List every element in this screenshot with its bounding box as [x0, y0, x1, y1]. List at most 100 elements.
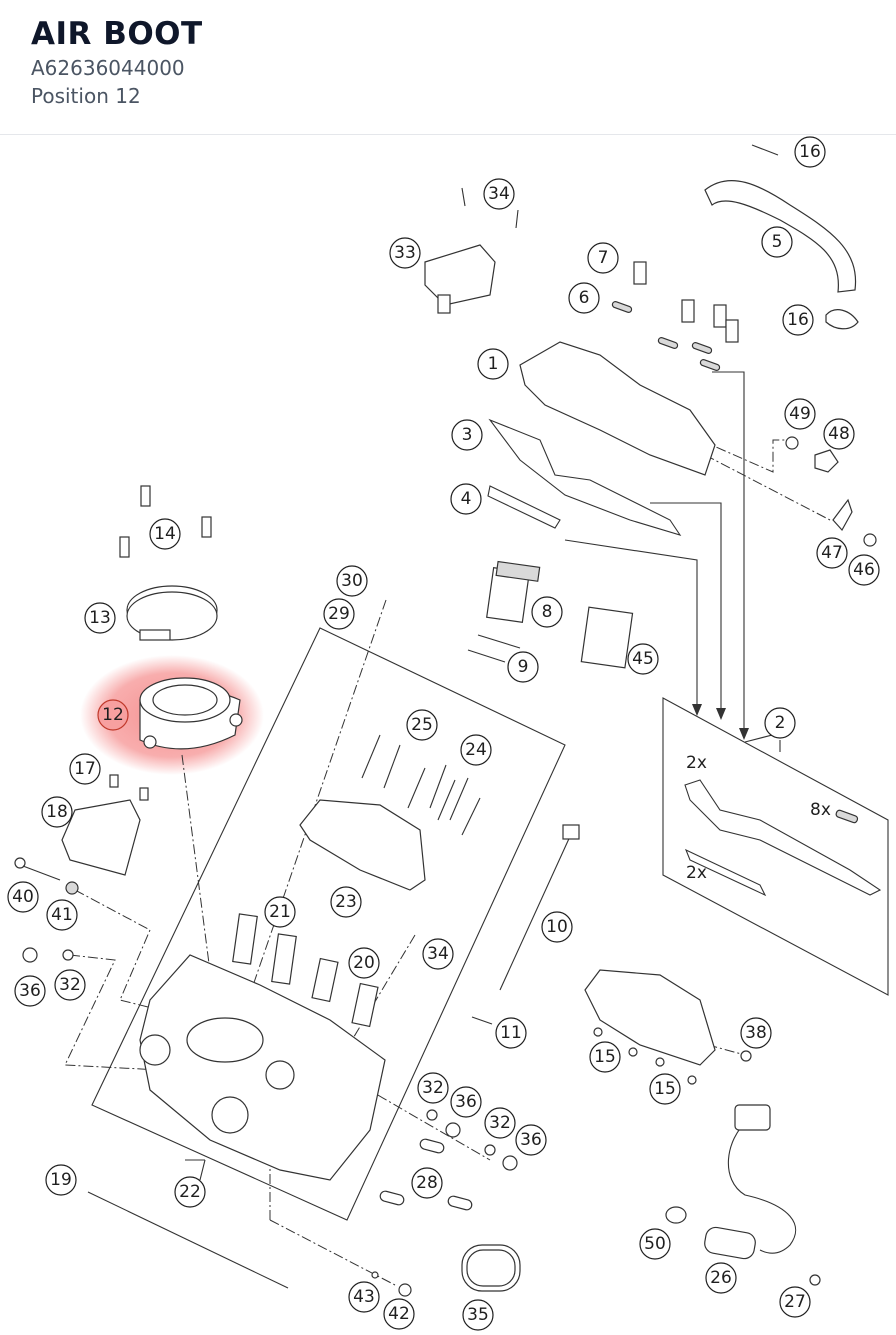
svg-text:9: 9 [518, 657, 529, 677]
svg-text:41: 41 [51, 905, 73, 925]
callout-8[interactable]: 8 [531, 596, 563, 628]
callout-28[interactable]: 28 [411, 1167, 443, 1199]
callout-7[interactable]: 7 [587, 242, 619, 274]
callout-17[interactable]: 17 [69, 753, 101, 785]
part-5-hose-shape [704, 180, 857, 293]
callout-18[interactable]: 18 [41, 796, 73, 828]
part-24-25-bolts [361, 734, 481, 836]
callout-40[interactable]: 40 [7, 881, 39, 913]
callout-5[interactable]: 5 [761, 226, 793, 258]
callout-47[interactable]: 47 [816, 537, 848, 569]
callout-3[interactable]: 3 [451, 419, 483, 451]
callout-1[interactable]: 1 [477, 348, 509, 380]
callout-27[interactable]: 27 [779, 1286, 811, 1318]
callout-20[interactable]: 20 [348, 947, 380, 979]
callout-35[interactable]: 35 [462, 1299, 494, 1331]
callout-10[interactable]: 10 [541, 911, 573, 943]
callout-9[interactable]: 9 [507, 651, 539, 683]
part-4-gasket-shape [487, 485, 561, 529]
svg-text:30: 30 [341, 571, 363, 591]
svg-text:26: 26 [710, 1268, 732, 1288]
svg-text:25: 25 [411, 715, 433, 735]
svg-text:45: 45 [632, 649, 654, 669]
callout-42[interactable]: 42 [383, 1298, 415, 1330]
svg-text:8: 8 [542, 602, 553, 622]
part-3-gasket-shape [488, 418, 682, 536]
part-22-cylinder-head [139, 954, 386, 1181]
callout-30[interactable]: 30 [336, 565, 368, 597]
callout-2[interactable]: 2 [764, 707, 796, 739]
callout-4[interactable]: 4 [450, 483, 482, 515]
callout-32b[interactable]: 32 [417, 1072, 449, 1104]
svg-text:42: 42 [388, 1304, 410, 1324]
kit-gasket-qty: 2x [686, 753, 707, 773]
callout-15b[interactable]: 15 [649, 1073, 681, 1105]
svg-text:13: 13 [89, 608, 111, 628]
callout-15a[interactable]: 15 [589, 1041, 621, 1073]
part-11-pin [471, 1016, 493, 1025]
callout-16b[interactable]: 16 [782, 304, 814, 336]
svg-text:16: 16 [787, 310, 809, 330]
svg-text:4: 4 [461, 489, 472, 509]
svg-text:29: 29 [328, 604, 350, 624]
svg-text:5: 5 [772, 232, 783, 252]
callout-12-highlighted[interactable]: 12 [97, 699, 129, 731]
callout-19[interactable]: 19 [45, 1164, 77, 1196]
callout-26[interactable]: 26 [705, 1262, 737, 1294]
callout-33[interactable]: 33 [389, 237, 421, 269]
part-9-pins [467, 634, 521, 663]
part-6-7-hardware [611, 261, 739, 371]
svg-text:11: 11 [500, 1023, 522, 1043]
part-13-clamp [126, 585, 218, 641]
callout-45[interactable]: 45 [627, 643, 659, 675]
callout-24[interactable]: 24 [460, 734, 492, 766]
svg-text:32: 32 [489, 1113, 511, 1133]
callout-16a[interactable]: 16 [794, 136, 826, 168]
part-8-45-filters [486, 560, 634, 669]
parts-42-43 [371, 1271, 412, 1297]
svg-text:17: 17 [74, 759, 96, 779]
svg-text:20: 20 [353, 953, 375, 973]
svg-text:24: 24 [465, 740, 487, 760]
callout-13[interactable]: 13 [84, 602, 116, 634]
callout-32a[interactable]: 32 [54, 969, 86, 1001]
svg-text:38: 38 [745, 1023, 767, 1043]
callout-50[interactable]: 50 [639, 1228, 671, 1260]
callout-6[interactable]: 6 [568, 282, 600, 314]
svg-text:15: 15 [654, 1079, 676, 1099]
svg-text:14: 14 [154, 524, 176, 544]
callout-43[interactable]: 43 [348, 1281, 380, 1313]
svg-text:46: 46 [853, 560, 875, 580]
callout-22[interactable]: 22 [174, 1176, 206, 1208]
callout-36b[interactable]: 36 [450, 1086, 482, 1118]
callout-36c[interactable]: 36 [515, 1124, 547, 1156]
svg-text:3: 3 [462, 425, 473, 445]
callout-11[interactable]: 11 [495, 1017, 527, 1049]
parts-15-38 [593, 1027, 752, 1085]
part-34-bolts-shape [461, 187, 519, 229]
callout-25[interactable]: 25 [406, 709, 438, 741]
callout-48[interactable]: 48 [823, 418, 855, 450]
callout-34b[interactable]: 34 [422, 938, 454, 970]
left-fasteners [14, 857, 79, 963]
callout-46[interactable]: 46 [848, 554, 880, 586]
callout-23[interactable]: 23 [330, 886, 362, 918]
svg-text:43: 43 [353, 1287, 375, 1307]
part-17-18-bracket [61, 774, 149, 876]
svg-text:16: 16 [799, 142, 821, 162]
part-16-clamp-shape [751, 144, 859, 330]
callout-38[interactable]: 38 [740, 1017, 772, 1049]
kit-contents [684, 779, 882, 897]
part-26-sensor [665, 1104, 821, 1286]
kit-seal-qty: 8x [810, 800, 831, 820]
part-19-strip [87, 1191, 289, 1289]
callout-34a[interactable]: 34 [483, 178, 515, 210]
callout-29[interactable]: 29 [323, 598, 355, 630]
callout-14[interactable]: 14 [149, 518, 181, 550]
callout-49[interactable]: 49 [784, 398, 816, 430]
svg-text:6: 6 [579, 288, 590, 308]
callout-41[interactable]: 41 [46, 899, 78, 931]
callout-32c[interactable]: 32 [484, 1107, 516, 1139]
callout-36a[interactable]: 36 [14, 975, 46, 1007]
callout-21[interactable]: 21 [264, 896, 296, 928]
